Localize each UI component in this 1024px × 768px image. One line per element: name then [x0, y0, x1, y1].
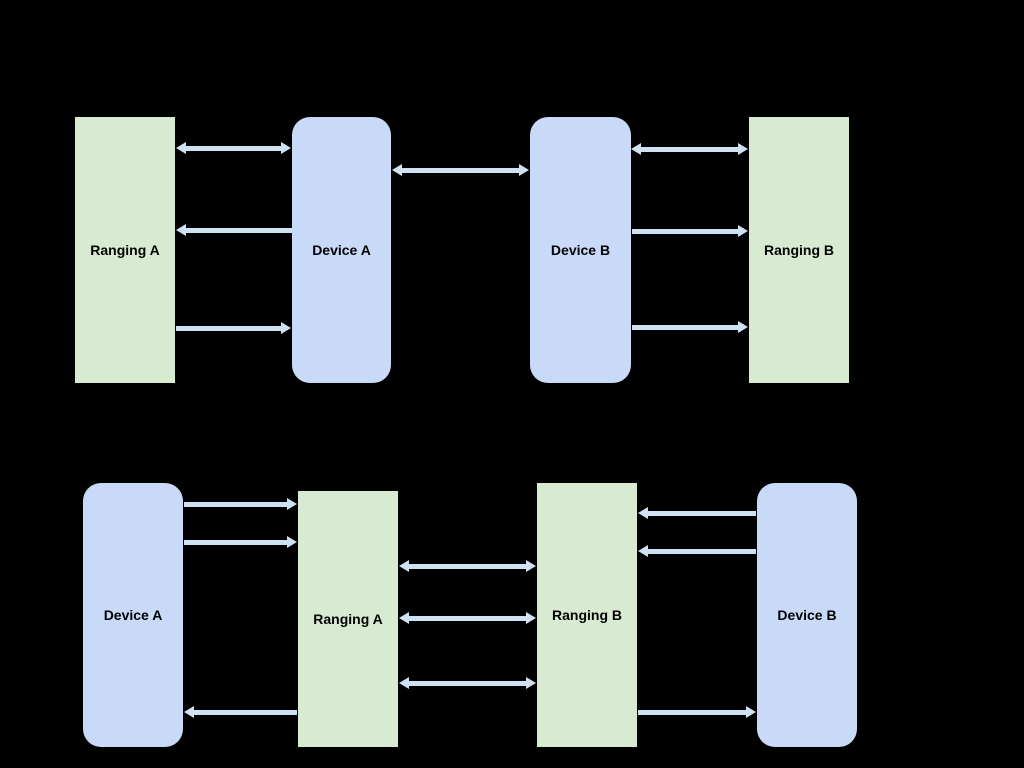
node-bottom-device-b: Device B — [757, 483, 857, 747]
node-label-bottom-ranging-b: Ranging B — [552, 607, 622, 623]
node-bottom-ranging-b: Ranging B — [537, 483, 637, 747]
node-top-device-b: Device B — [530, 117, 631, 383]
node-label-bottom-ranging-a: Ranging A — [313, 611, 383, 627]
arrow-bottom-ranging-a-ranging-b-bidir-3 — [399, 677, 536, 689]
arrow-bottom-ranging-b-to-device-b — [638, 706, 756, 718]
arrow-bottom-device-b-to-ranging-b-1 — [638, 507, 756, 519]
node-label-top-ranging-b: Ranging B — [764, 242, 834, 258]
node-top-ranging-b: Ranging B — [749, 117, 849, 383]
node-label-top-device-a: Device A — [312, 242, 371, 258]
arrow-bottom-device-a-to-ranging-a-1 — [184, 498, 297, 510]
arrow-top-ranging-a-device-a-bidir — [176, 142, 291, 154]
node-label-top-device-b: Device B — [550, 242, 611, 258]
node-label-bottom-device-b: Device B — [777, 607, 837, 623]
arrow-top-device-b-to-ranging-b-2 — [632, 321, 748, 333]
node-bottom-device-a: Device A — [83, 483, 183, 747]
arrow-bottom-device-b-to-ranging-b-2 — [638, 545, 756, 557]
arrow-top-device-a-to-ranging-a — [176, 224, 292, 236]
arrow-bottom-device-a-to-ranging-a-2 — [184, 536, 297, 548]
node-top-device-a: Device A — [292, 117, 391, 383]
node-bottom-ranging-a: Ranging A — [298, 491, 398, 747]
arrow-top-device-a-device-b-bidir — [392, 164, 529, 176]
arrow-top-device-b-to-ranging-b-1 — [632, 225, 748, 237]
node-label-top-ranging-a: Ranging A — [90, 242, 160, 258]
arrow-bottom-ranging-a-to-device-a — [184, 706, 297, 718]
node-label-bottom-device-a: Device A — [103, 607, 163, 623]
arrow-bottom-ranging-a-ranging-b-bidir-1 — [399, 560, 536, 572]
arrow-top-ranging-a-to-device-a — [176, 322, 291, 334]
arrow-top-device-b-ranging-b-bidir — [631, 143, 748, 155]
node-top-ranging-a: Ranging A — [75, 117, 175, 383]
arrow-bottom-ranging-a-ranging-b-bidir-2 — [399, 612, 536, 624]
